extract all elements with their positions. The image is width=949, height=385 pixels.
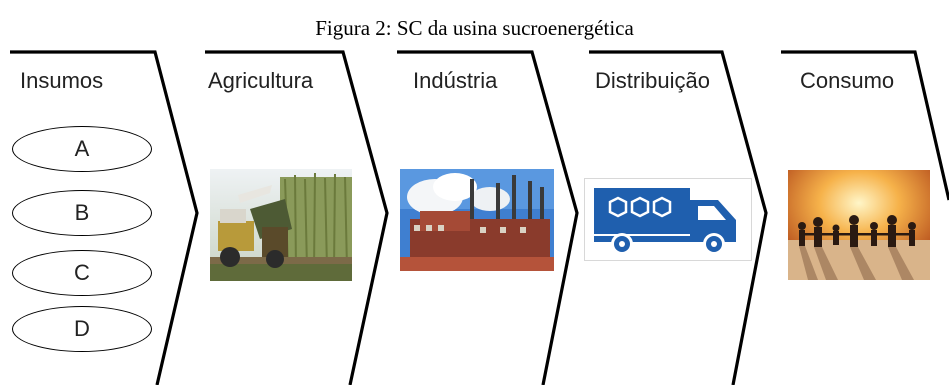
input-oval-a: A bbox=[12, 126, 152, 172]
stage-title-insumos: Insumos bbox=[20, 68, 104, 93]
stage-title-agricultura: Agricultura bbox=[208, 68, 314, 93]
input-oval-d: D bbox=[12, 306, 152, 352]
input-oval-c: C bbox=[12, 250, 152, 296]
chevron-consumo bbox=[781, 50, 949, 201]
people-holding-hands-sunset-photo bbox=[788, 170, 930, 280]
delivery-truck-icon bbox=[584, 178, 752, 261]
input-oval-b: B bbox=[12, 190, 152, 236]
figure-caption: Figura 2: SC da usina sucroenergética bbox=[315, 16, 634, 40]
chevron-agricultura bbox=[205, 50, 389, 385]
chevron-insumos bbox=[10, 50, 199, 385]
stage-title-distribuicao: Distribuição bbox=[595, 68, 710, 93]
stage-title-industria: Indústria bbox=[413, 68, 498, 93]
chevron-industria bbox=[397, 50, 579, 385]
sugarcane-harvester-photo bbox=[210, 169, 352, 281]
chevron-distribuicao bbox=[589, 50, 768, 385]
stage-title-consumo: Consumo bbox=[800, 68, 895, 93]
sugar-mill-factory-photo bbox=[400, 169, 554, 271]
